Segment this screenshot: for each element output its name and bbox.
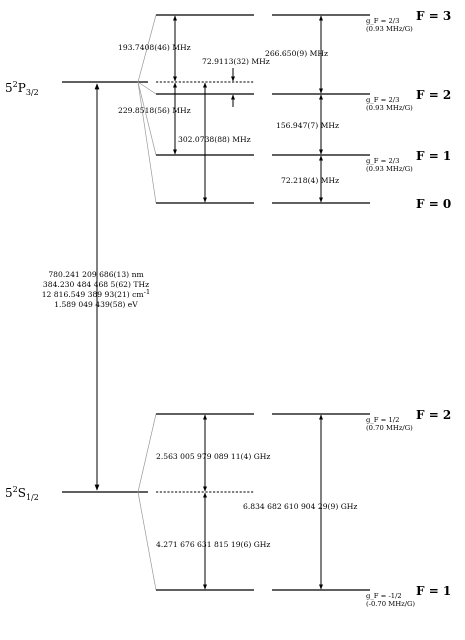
guide-s-f2: [137, 413, 157, 493]
guide-p-f0: [137, 81, 157, 204]
state-label-5s12: 52S1/2: [5, 485, 39, 502]
label-p-f3-center: 193.7408(46) MHz: [118, 43, 191, 52]
gfactor-p-f2: g_F = 2/3: [366, 96, 399, 104]
label-p-f1-center: 229.8518(56) MHz: [118, 106, 191, 115]
gfactor-coef-p-f1: (0.93 MHz/G): [366, 165, 413, 173]
label-p-f2-center: 72.9113(32) MHz: [202, 57, 270, 66]
f-label-s-f1: F = 1: [416, 584, 451, 598]
transition-wavenumber: 12 816.549 389 93(21) cm-1: [42, 288, 151, 299]
label-s-f2-center: 2.563 005 979 089 11(4) GHz: [156, 452, 270, 461]
gfactor-coef-s-f2: (0.70 MHz/G): [366, 424, 413, 432]
gfactor-s-f1: g_F = -1/2: [366, 592, 402, 600]
f-label-p-f1: F = 1: [416, 149, 451, 163]
f-label-p-f2: F = 2: [416, 88, 451, 102]
guide-s-f1: [137, 491, 157, 591]
gfactor-p-f3: g_F = 2/3: [366, 17, 399, 25]
label-s-f1-center: 4.271 676 631 815 19(6) GHz: [156, 540, 270, 549]
transition-energy: 1.589 049 439(58) eV: [54, 300, 138, 309]
guide-p-f1: [137, 81, 157, 156]
gfactor-s-f2: g_F = 1/2: [366, 416, 399, 424]
f-label-p-f3: F = 3: [416, 9, 451, 23]
transition-frequency: 384.230 484 468 5(62) THz: [43, 280, 149, 289]
gfactor-coef-p-f3: (0.93 MHz/G): [366, 25, 413, 33]
label-p-f0-center: 302.0738(88) MHz: [178, 135, 251, 144]
f-label-p-f0: F = 0: [416, 197, 451, 211]
guide-p-f3: [137, 14, 157, 83]
state-label-5p32: 52P3/2: [5, 80, 39, 97]
transition-wavelength: 780.241 209 686(13) nm: [48, 270, 143, 279]
guide-p-f2: [137, 81, 157, 95]
label-p-f2-f1: 156.947(7) MHz: [276, 121, 339, 130]
f-label-s-f2: F = 2: [416, 408, 451, 422]
label-s-f2-f1: 6.834 682 610 904 29(9) GHz: [243, 502, 357, 511]
label-p-f3-f2: 266.650(9) MHz: [265, 49, 328, 58]
gfactor-coef-s-f1: (-0.70 MHz/G): [366, 600, 415, 608]
gfactor-coef-p-f2: (0.93 MHz/G): [366, 104, 413, 112]
gfactor-p-f1: g_F = 2/3: [366, 157, 399, 165]
label-p-f1-f0: 72.218(4) MHz: [281, 176, 339, 185]
